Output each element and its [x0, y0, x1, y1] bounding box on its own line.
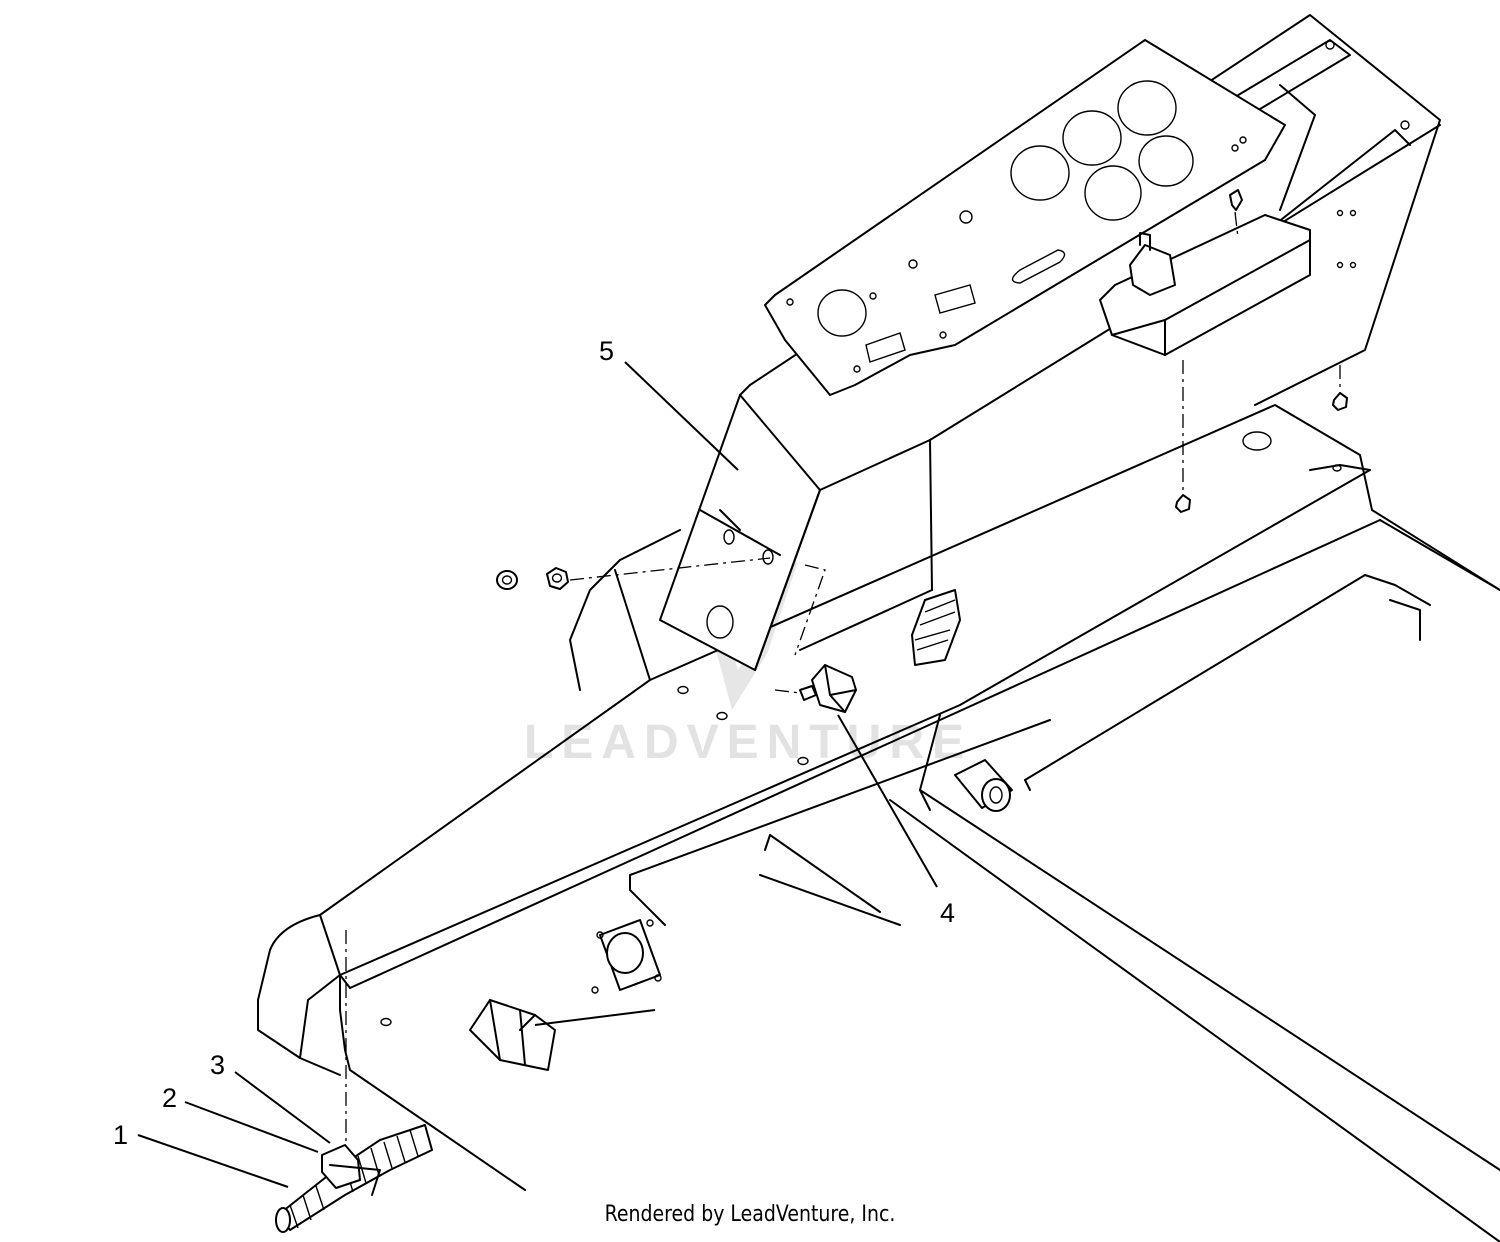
dash-panel	[764, 39, 1286, 396]
callout-labels: 1 2 3 4 5	[113, 336, 955, 1150]
mower-frame	[257, 404, 1500, 1242]
console-housing	[659, 14, 1441, 671]
watermark-text: LEADVENTURE	[524, 716, 972, 769]
leader-3	[234, 1071, 331, 1144]
leader-2	[184, 1101, 319, 1153]
leader-lines	[137, 361, 938, 1188]
leader-4	[837, 714, 938, 888]
render-credit: Rendered by LeadVenture, Inc.	[604, 1202, 896, 1227]
callout-3: 3	[210, 1050, 225, 1080]
relay-assembly	[1099, 189, 1348, 513]
callout-2: 2	[162, 1083, 177, 1113]
washer-nut	[496, 557, 771, 590]
wire-harness	[275, 930, 433, 1233]
leader-5	[624, 361, 739, 471]
leader-1	[137, 1134, 289, 1188]
callout-4: 4	[940, 898, 955, 928]
toggle-switch	[774, 564, 857, 713]
callout-1: 1	[113, 1120, 128, 1150]
callout-5: 5	[599, 336, 614, 366]
